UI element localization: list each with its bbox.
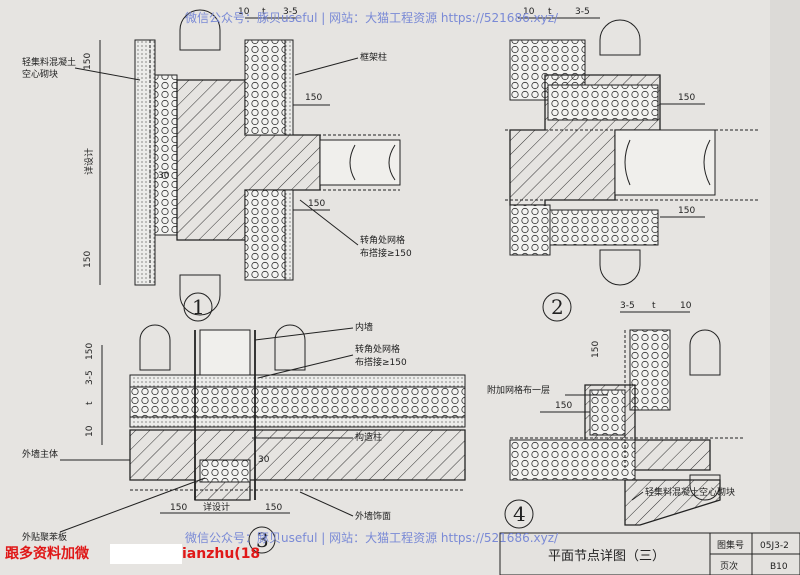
d1-dim-30: 30 [158, 171, 170, 181]
page-value: B10 [770, 562, 788, 572]
d1-label-column: 框架柱 [360, 51, 387, 63]
d1-dim-left-bottom: 150 [83, 251, 93, 268]
d3-dim-3-5: 3-5 [85, 370, 95, 385]
d3-number: 3 [256, 528, 269, 552]
d2-number: 2 [551, 295, 564, 319]
d4-label-extra-mesh: 附加网格布一层 [487, 384, 550, 396]
d4-dim-t: t [652, 301, 656, 311]
d3-dim-10: 10 [85, 425, 95, 437]
detail-3: 150 3-5 t 10 150 详设计 150 30 内墙 转角处网格 布搭接… [22, 321, 466, 554]
d3-label-inner-wall: 内墙 [355, 321, 373, 333]
d2-dim-150-a: 150 [678, 93, 695, 103]
d3-dim-30: 30 [258, 455, 270, 465]
d1-label-block-1: 轻集料混凝土 [22, 56, 76, 68]
red-note-2: ianzhu(18 [182, 546, 260, 562]
d3-dim-b150-a: 150 [170, 503, 187, 513]
d1-dim-3-5: 3-5 [283, 7, 298, 17]
d3-label-finish: 外墙饰面 [355, 510, 391, 522]
d1-label-mesh-2: 布搭接≥150 [360, 247, 412, 259]
d4-dim-150-a: 150 [591, 341, 601, 358]
d2-dim-150-b: 150 [678, 206, 695, 216]
d1-label-design: 详设计 [83, 148, 95, 175]
d1-dim-150-b: 150 [308, 199, 325, 209]
d3-label-eps: 外贴聚苯板 [22, 531, 67, 543]
d3-label-mesh-1: 转角处网格 [355, 343, 400, 355]
watermark-top: 微信公众号：豚贝useful | 网站：大猫工程资源 https://52168… [185, 10, 559, 25]
watermark-bottom: 微信公众号：豚贝useful | 网站：大猫工程资源 https://52168… [185, 530, 559, 545]
d4-dim-10: 10 [680, 301, 692, 311]
d1-number: 1 [192, 295, 205, 319]
d4-label-block: 轻集料混凝土空心砌块 [645, 486, 735, 498]
d1-dim-150-a: 150 [305, 93, 322, 103]
detail-4: 3-5 t 10 150 150 附加网格布一层 轻集料混凝土空心砌块 4 [487, 301, 745, 529]
d3-label-mesh-2: 布搭接≥150 [355, 356, 407, 368]
d4-number: 4 [513, 502, 526, 526]
d3-label-const-col: 构造柱 [355, 431, 382, 443]
red-note: 跟多资料加微 [5, 545, 90, 562]
d4-dim-150-b: 150 [555, 401, 572, 411]
d1-dim-left-top: 150 [83, 53, 93, 70]
detail-1: 10 t 3-5 150 详设计 150 30 150 150 轻集料混凝土 空… [22, 7, 412, 322]
d3-dim-t: t [85, 401, 95, 405]
page-label: 页次 [720, 560, 738, 572]
d1-dim-10: 10 [238, 7, 250, 17]
d3-label-ext-wall: 外墙主体 [22, 448, 58, 460]
d3-dim-b150-b: 150 [265, 503, 282, 513]
d1-label-mesh-1: 转角处网格 [360, 234, 405, 246]
d4-dim-3-5: 3-5 [620, 301, 635, 311]
d3-dim-design: 详设计 [203, 501, 230, 513]
d3-dim-150: 150 [85, 343, 95, 360]
atlas-label: 图集号 [717, 539, 744, 551]
atlas-value: 05J3-2 [760, 541, 789, 551]
d2-dim-10: 10 [523, 7, 535, 17]
d2-dim-t: t [548, 7, 552, 17]
d2-dim-3-5: 3-5 [575, 7, 590, 17]
detail-2: 10 t 3-5 150 150 2 [505, 7, 760, 322]
d1-dim-t: t [262, 7, 266, 17]
drawing-title: 平面节点详图（三） [548, 549, 665, 564]
d1-label-block-2: 空心砌块 [22, 68, 58, 80]
title-block: 平面节点详图（三） 图集号 05J3-2 页次 B10 [499, 532, 800, 575]
